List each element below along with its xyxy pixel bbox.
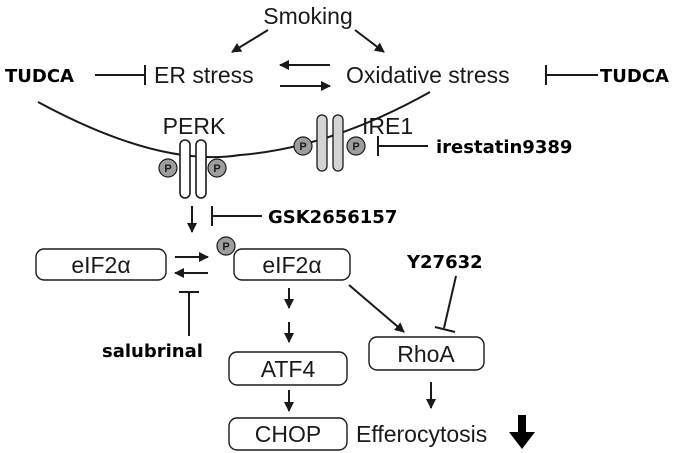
rhoa-box bbox=[368, 336, 485, 371]
perk-receptor-right bbox=[195, 139, 207, 199]
eif2a-phospho bbox=[216, 236, 236, 256]
chop-label: CHOP bbox=[255, 421, 321, 447]
eif2a-right-box bbox=[233, 248, 351, 281]
smoking-to-ox-arrow bbox=[354, 29, 385, 53]
tudca-right-label: TUDCA bbox=[600, 66, 669, 87]
decrease-arrow-icon bbox=[509, 415, 535, 449]
smoking-label: Smoking bbox=[263, 3, 352, 29]
ire1-label: IRE1 bbox=[362, 113, 413, 139]
rhoa-label: RhoA bbox=[397, 341, 455, 367]
smoking-to-er-arrow bbox=[231, 29, 269, 53]
eif2a-phospho-text: P bbox=[222, 241, 229, 253]
ire1-receptor-left bbox=[316, 114, 328, 172]
atf4-box bbox=[228, 351, 348, 386]
perk-phospho-left bbox=[158, 158, 178, 178]
eif2a-left-label: eIF2α bbox=[71, 252, 130, 278]
perk-receptor-left bbox=[179, 139, 191, 199]
eif2a-to-rhoa-arrow bbox=[348, 284, 405, 333]
ire1-phospho-right bbox=[346, 136, 366, 156]
perk-phospho-right bbox=[207, 158, 227, 178]
efferocytosis-label: Efferocytosis bbox=[356, 421, 487, 447]
chop-box bbox=[228, 417, 348, 451]
perk-phospho-right-text: P bbox=[213, 163, 220, 175]
tudca-left-label: TUDCA bbox=[5, 66, 74, 87]
oxidative-stress-label: Oxidative stress bbox=[346, 62, 510, 88]
er-stress-label: ER stress bbox=[154, 62, 254, 88]
perk-label: PERK bbox=[163, 113, 226, 139]
gsk-label: GSK2656157 bbox=[268, 207, 397, 228]
ire1-phospho-right-text: P bbox=[352, 141, 359, 153]
y27632-inhibition-bar bbox=[434, 326, 456, 333]
ire1-phospho-left bbox=[293, 136, 313, 156]
ire1-receptor-right bbox=[332, 114, 344, 172]
perk-phospho-left-text: P bbox=[164, 163, 171, 175]
eif2a-right-label: eIF2α bbox=[262, 252, 321, 278]
irestatin-label: irestatin9389 bbox=[436, 137, 572, 158]
y27632-label: Y27632 bbox=[406, 252, 483, 273]
eif2a-left-box bbox=[35, 248, 167, 281]
y27632-inhibition bbox=[443, 275, 457, 329]
er-membrane bbox=[37, 91, 431, 159]
salubrinal-label: salubrinal bbox=[102, 341, 203, 362]
atf4-label: ATF4 bbox=[261, 356, 316, 382]
ire1-phospho-left-text: P bbox=[299, 141, 306, 153]
